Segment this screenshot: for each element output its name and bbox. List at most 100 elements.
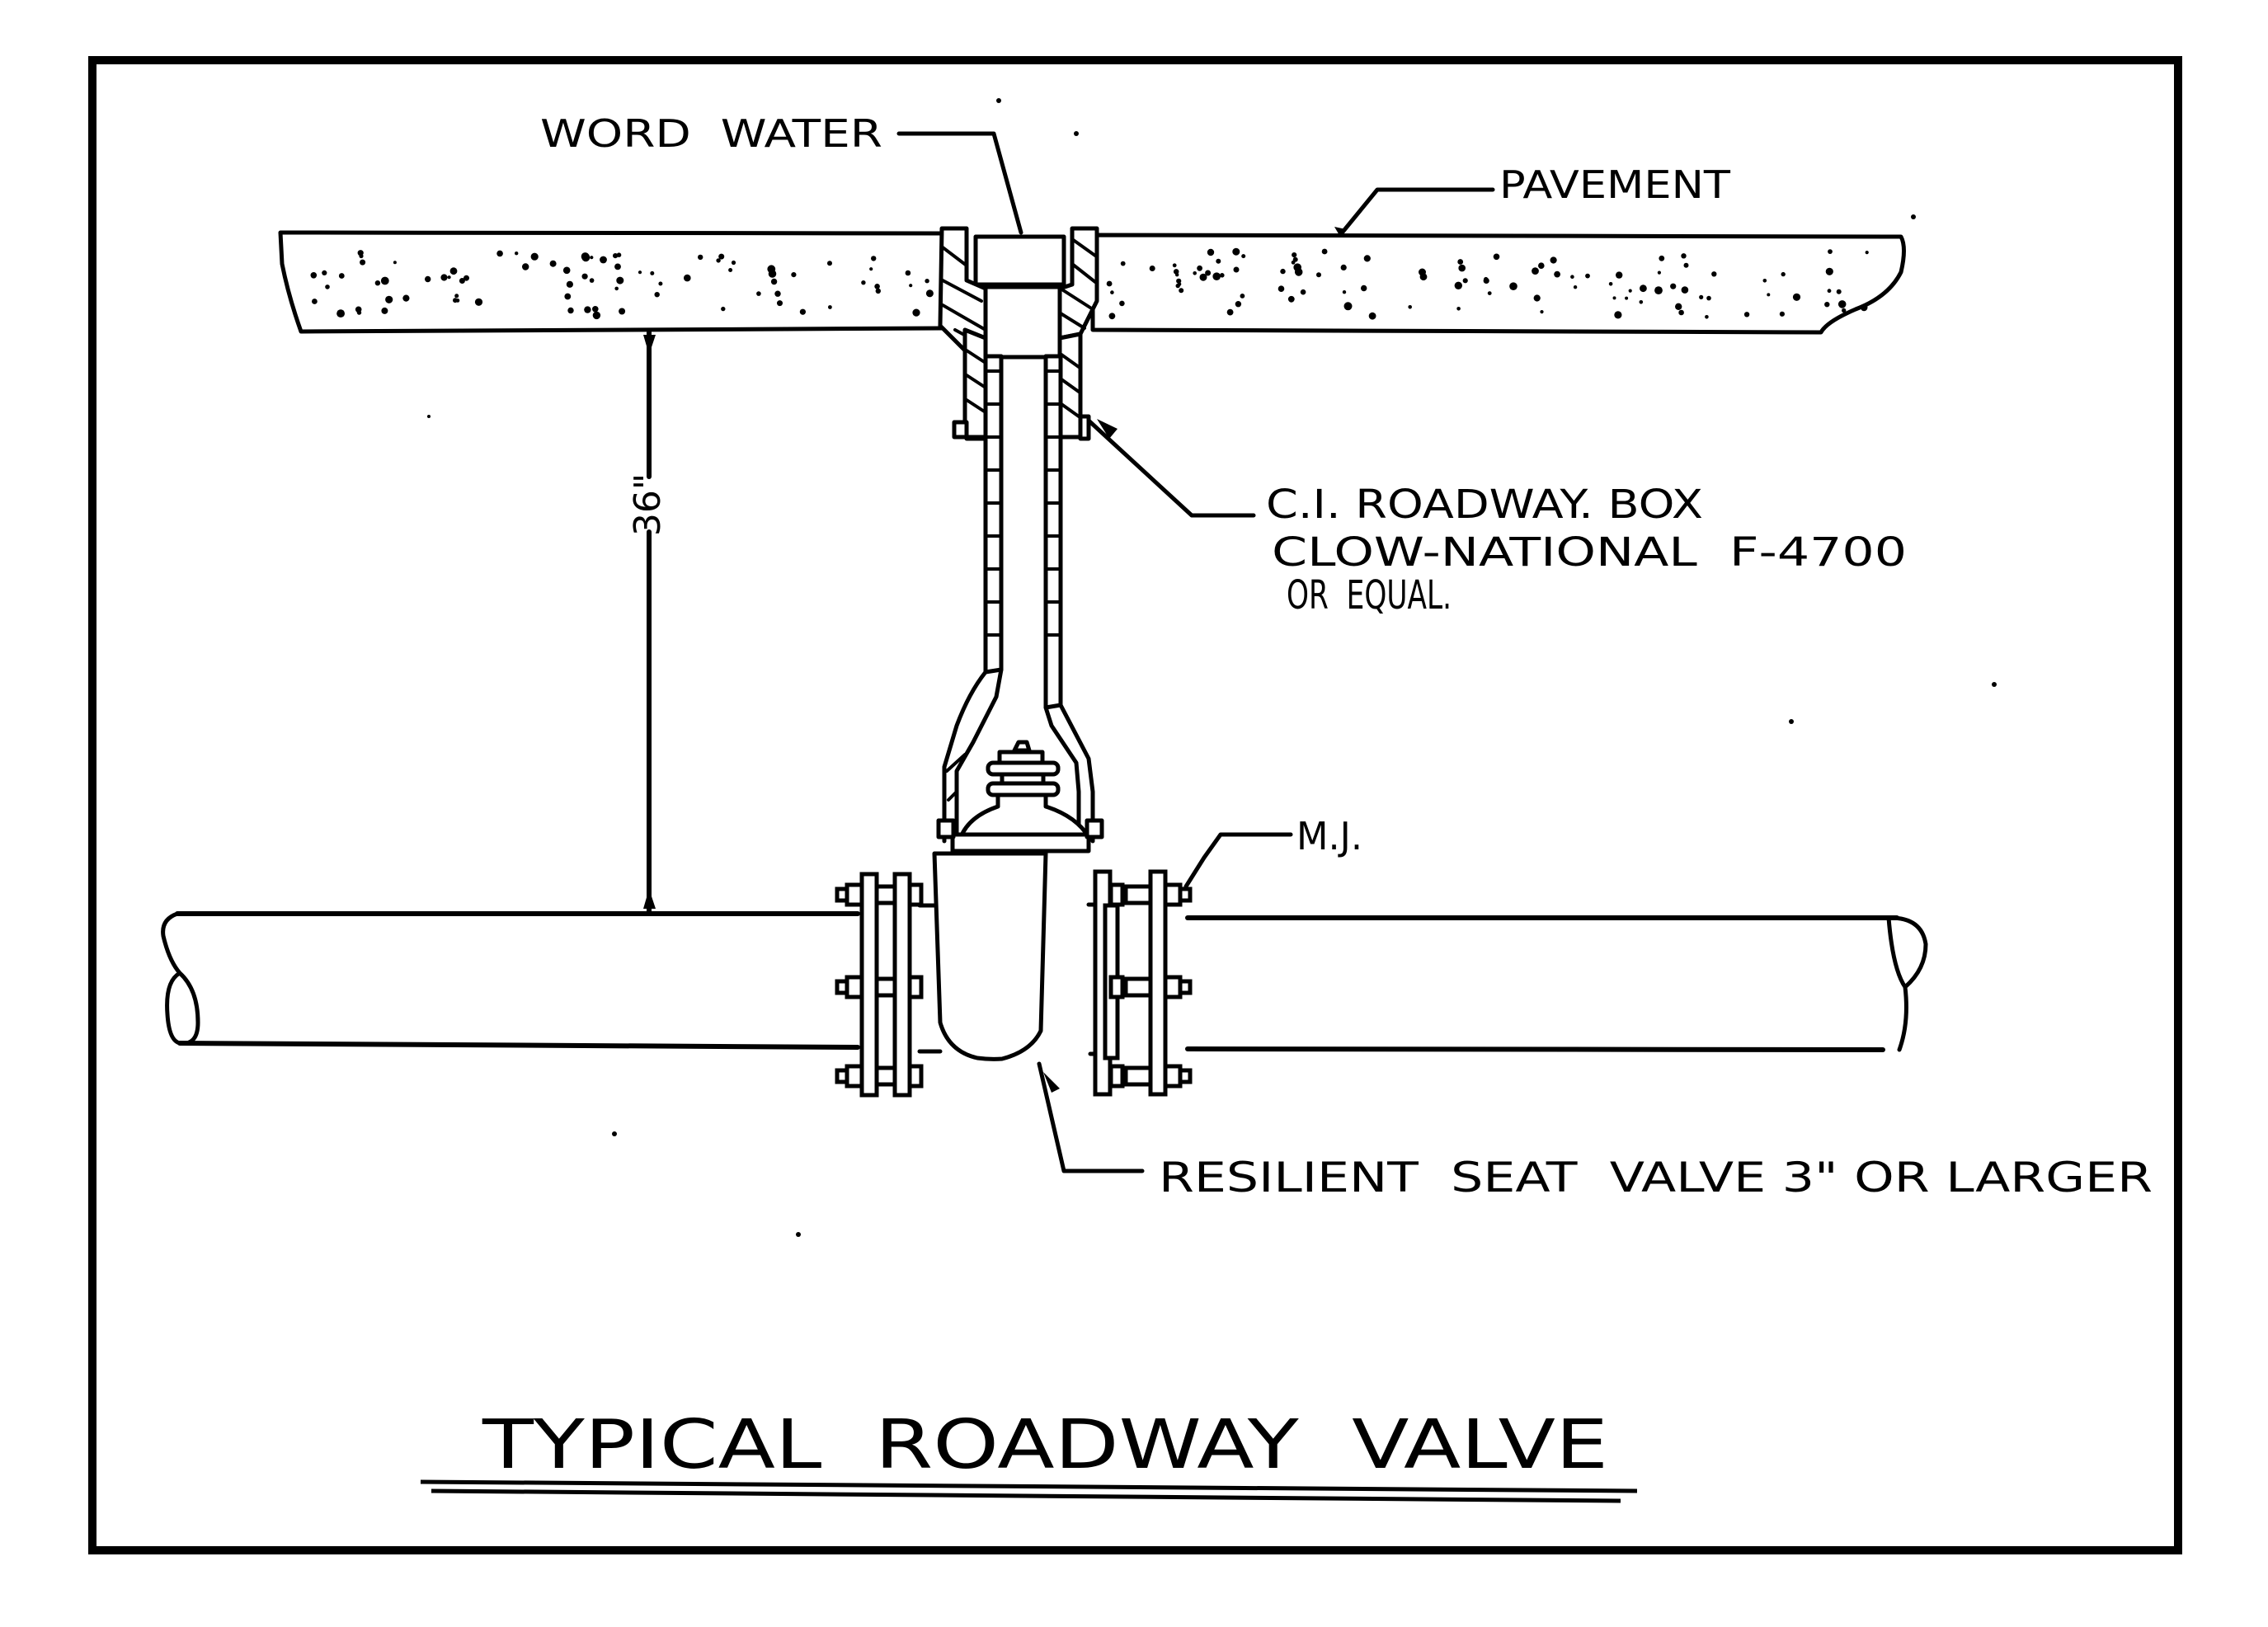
aggregate-dot	[1456, 307, 1461, 311]
aggregate-dot	[928, 293, 933, 298]
mj-flange-plate	[859, 872, 879, 1098]
aggregate-dot	[1836, 289, 1842, 294]
aggregate-dot	[619, 308, 626, 315]
aggregate-dot	[1640, 284, 1647, 293]
aggregate-dot	[905, 270, 911, 276]
aggregate-dot	[385, 295, 393, 303]
aggregate-dot	[338, 273, 345, 279]
aggregate-dot	[828, 305, 832, 309]
aggregate-dot	[1550, 256, 1557, 264]
aggregate-dot	[756, 291, 761, 296]
aggregate-dot	[566, 280, 574, 288]
aggregate-dot	[616, 276, 624, 284]
aggregate-dot	[1216, 258, 1221, 264]
aggregate-dot	[698, 254, 703, 261]
aggregate-dot	[1683, 262, 1689, 268]
aggregate-dot	[1659, 255, 1665, 261]
aggregate-dot	[799, 308, 807, 315]
bolt-shank	[1123, 884, 1153, 905]
shaft-segment-marks	[986, 369, 1061, 637]
aggregate-dot	[718, 253, 725, 260]
aggregate-dot	[581, 273, 588, 280]
aggregate-dot	[1825, 267, 1833, 275]
aggregate-dot	[1316, 272, 1321, 278]
aggregate-dot	[791, 272, 797, 278]
aggregate-dot	[654, 292, 660, 298]
aggregate-dot	[1340, 264, 1347, 270]
aggregate-dot	[1654, 286, 1663, 294]
aggregate-dot	[869, 267, 873, 271]
aggregate-dot	[1212, 272, 1221, 281]
aggregate-dot	[1532, 267, 1539, 275]
aggregate-dot	[359, 253, 364, 259]
aggregate-dot	[1842, 308, 1847, 313]
aggregate-dot	[562, 266, 571, 275]
aggregate-dot	[1235, 301, 1242, 308]
bolt-shank	[1123, 976, 1153, 998]
aggregate-dot	[1657, 270, 1661, 275]
bolt-nut	[845, 975, 864, 999]
title-underline-2	[431, 1488, 1621, 1503]
aggregate-dot	[1608, 282, 1613, 286]
aggregate-dot	[1837, 300, 1847, 308]
aggregate-dot	[1106, 280, 1113, 287]
aggregate-dot	[1639, 300, 1644, 304]
aggregate-dot	[549, 260, 557, 267]
aggregate-dot	[1321, 248, 1328, 255]
valve-label: RESILIENT SEAT VALVE 3" OR LARGER	[1159, 1154, 2153, 1201]
aggregate-dot	[1291, 260, 1296, 265]
aggregate-dot	[360, 259, 366, 266]
aggregate-dot	[1368, 312, 1376, 320]
aggregate-dot	[1681, 286, 1689, 294]
aggregate-dot	[564, 293, 572, 300]
aggregate-dot	[381, 307, 388, 314]
aggregate-dot	[459, 278, 465, 284]
aggregate-dot	[1149, 266, 1155, 271]
aggregate-dot	[1120, 261, 1126, 266]
bolt-nut	[845, 1064, 864, 1089]
aggregate-dot	[581, 252, 590, 261]
drawing-title-block: TYPICAL ROADWAY VALVE	[420, 1406, 1638, 1503]
aggregate-dot	[1287, 295, 1295, 303]
aggregate-dot	[1294, 268, 1303, 276]
aggregate-dot	[440, 274, 448, 281]
aggregate-dot	[1300, 289, 1306, 295]
aggregate-dot	[567, 307, 574, 314]
aggregate-dot	[614, 286, 619, 291]
bolt-nut	[845, 882, 864, 907]
bolt-nut	[1163, 975, 1183, 999]
aggregate-dot	[1705, 315, 1709, 319]
aggregate-dot	[590, 256, 594, 260]
bolt-nut	[1163, 882, 1183, 907]
aggregate-dot	[684, 274, 691, 282]
aggregate-dot	[874, 284, 880, 289]
drawing-title: TYPICAL ROADWAY VALVE	[482, 1406, 1608, 1484]
aggregate-dot	[1540, 310, 1544, 314]
aggregate-dot	[1706, 295, 1711, 301]
aggregate-dot	[1280, 268, 1286, 275]
aggregate-dot	[1240, 294, 1245, 299]
aggregate-dot	[1779, 311, 1785, 317]
scan-specks	[427, 98, 1997, 1237]
aggregate-dot	[1824, 302, 1830, 308]
aggregate-dot	[449, 267, 458, 275]
operating-nut	[958, 740, 1091, 839]
bolt-nut	[907, 975, 924, 999]
aggregate-dot	[402, 294, 410, 302]
aggregate-dot	[613, 253, 619, 259]
aggregate-dot	[393, 261, 397, 265]
aggregate-dot	[1408, 305, 1412, 309]
aggregate-dot	[589, 278, 595, 283]
aggregate-dot	[638, 270, 642, 275]
aggregate-dot	[1675, 303, 1682, 310]
bolt-nut	[1108, 1064, 1125, 1089]
aggregate-dot	[1179, 288, 1184, 294]
bolt-end	[1178, 886, 1193, 903]
aggregate-dot	[1628, 289, 1632, 293]
valve-body	[932, 851, 1048, 1061]
aggregate-dot	[530, 252, 539, 261]
aggregate-dot	[728, 268, 733, 272]
aggregate-dot	[1173, 269, 1179, 275]
title-underline-1	[420, 1479, 1638, 1493]
